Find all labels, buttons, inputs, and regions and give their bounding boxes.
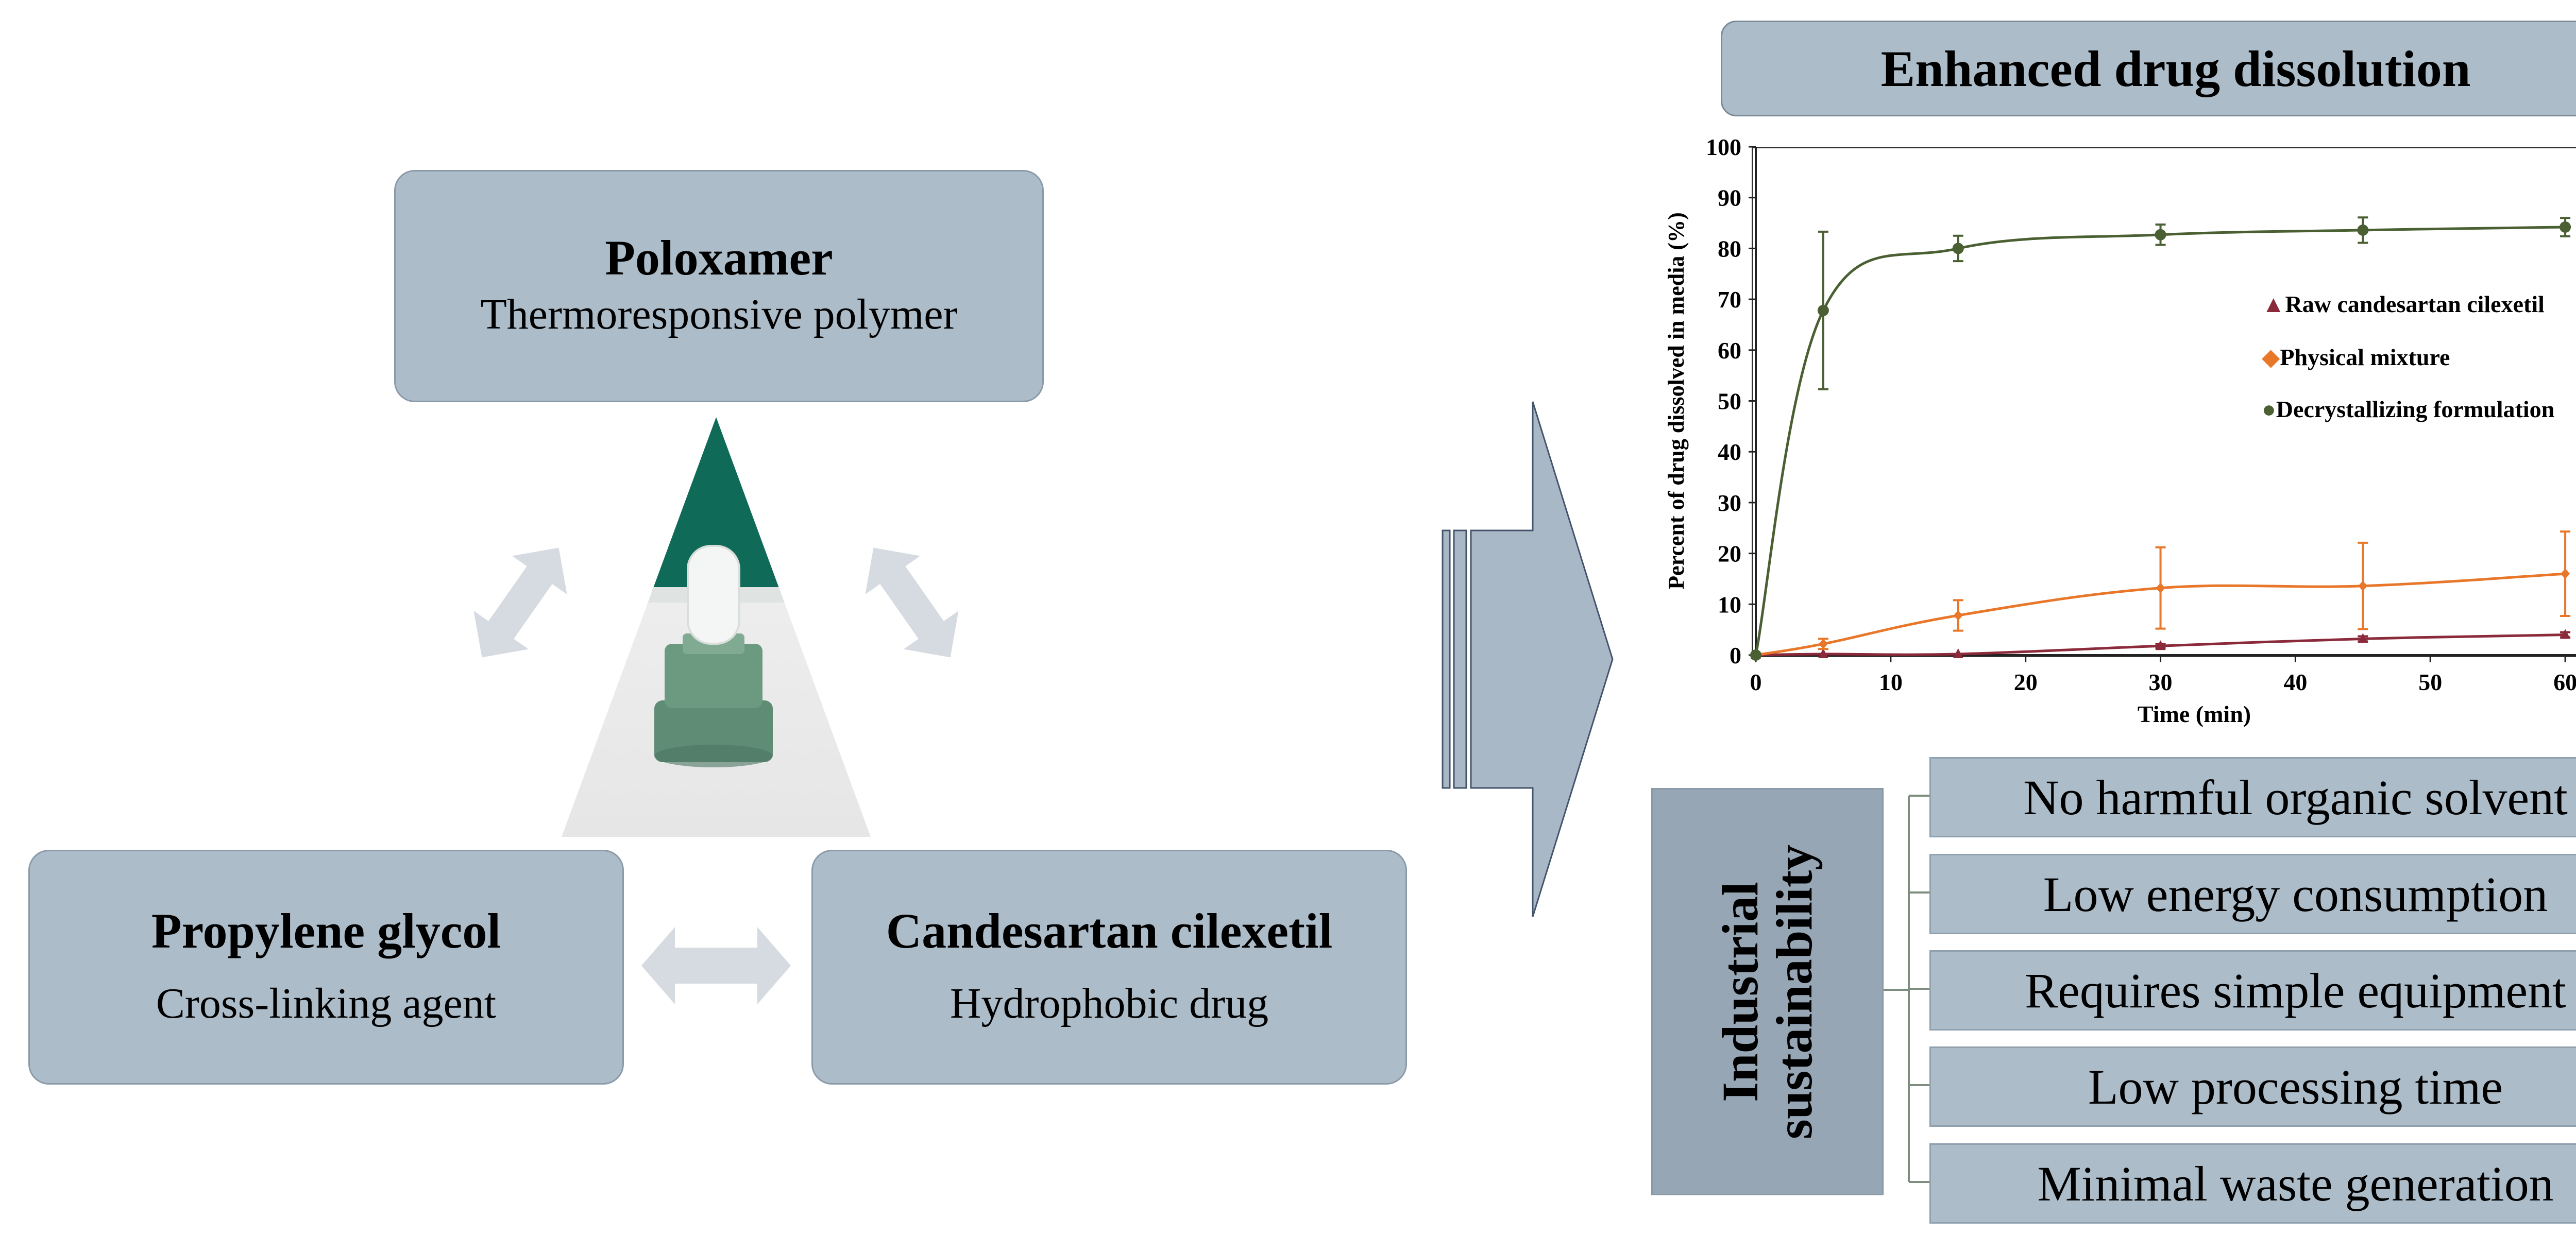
series-line bbox=[1754, 226, 2566, 656]
poloxamer-subtitle: Thermoresponsive polymer bbox=[480, 290, 958, 339]
sustainability-bracket bbox=[1880, 795, 1929, 1183]
data-point bbox=[1817, 304, 1829, 316]
y-tick-label: 90 bbox=[1718, 185, 1741, 211]
y-tick-label: 80 bbox=[1718, 235, 1741, 262]
y-tick-label: 0 bbox=[1730, 642, 1741, 668]
sustainability-item: Minimal waste generation bbox=[1929, 1143, 2576, 1224]
y-tick-label: 40 bbox=[1718, 439, 1741, 465]
data-point bbox=[1953, 648, 1963, 659]
legend-decryst-marker: ● bbox=[2262, 396, 2276, 422]
data-point bbox=[2357, 224, 2369, 236]
industrial-label-line1: Industrial bbox=[1711, 881, 1769, 1102]
data-point bbox=[2156, 582, 2165, 593]
legend-raw: ▲Raw candesartan cilexetil bbox=[2262, 290, 2545, 318]
propylene-title: Propylene glycol bbox=[151, 903, 501, 959]
sustainability-item: Low processing time bbox=[1929, 1046, 2576, 1127]
legend-physical: ◆Physical mixture bbox=[2262, 343, 2450, 371]
double-arrow-bottom-icon bbox=[641, 927, 791, 1004]
data-point bbox=[2155, 640, 2166, 650]
data-point bbox=[2358, 580, 2368, 591]
y-tick-label: 20 bbox=[1718, 541, 1741, 567]
candesartan-box: Candesartan cilexetil Hydrophobic drug bbox=[811, 850, 1407, 1085]
propylene-box: Propylene glycol Cross-linking agent bbox=[28, 850, 624, 1085]
x-tick-label: 30 bbox=[2149, 669, 2173, 695]
data-point bbox=[1818, 648, 1828, 659]
y-tick-label: 30 bbox=[1718, 490, 1741, 516]
x-tick-label: 20 bbox=[2014, 669, 2038, 695]
data-point bbox=[2358, 633, 2368, 643]
series-line bbox=[1755, 633, 2566, 657]
double-arrow-left-icon bbox=[473, 547, 567, 658]
legend-decryst: ●Decrystallizing formulation bbox=[2262, 396, 2554, 423]
legend-raw-marker: ▲ bbox=[2262, 291, 2285, 317]
data-point bbox=[1952, 243, 1964, 254]
legend-physical-marker: ◆ bbox=[2262, 344, 2280, 370]
series-line bbox=[1755, 572, 2566, 657]
x-tick-label: 40 bbox=[2283, 669, 2307, 695]
data-point bbox=[2560, 629, 2571, 639]
legend-physical-label: Physical mixture bbox=[2280, 344, 2450, 370]
y-tick-label: 50 bbox=[1718, 388, 1741, 415]
double-arrow-right-icon bbox=[865, 547, 959, 658]
y-tick-label: 70 bbox=[1718, 286, 1741, 313]
data-point bbox=[2560, 221, 2571, 233]
data-point bbox=[1953, 610, 1963, 621]
poloxamer-title: Poloxamer bbox=[605, 230, 833, 285]
data-point bbox=[2561, 569, 2570, 579]
data-point bbox=[2155, 229, 2166, 241]
y-axis-title: Percent of drug dissolved in media (%) bbox=[1664, 212, 1689, 590]
candesartan-title: Candesartan cilexetil bbox=[886, 903, 1333, 959]
industrial-label-line2: sustainability bbox=[1766, 844, 1823, 1139]
industrial-sustainability-label: Industrial sustainability bbox=[1711, 844, 1823, 1139]
sustainability-item: No harmful organic solvent bbox=[1929, 757, 2576, 837]
x-axis-title: Time (min) bbox=[2138, 701, 2251, 727]
legend-raw-label: Raw candesartan cilexetil bbox=[2285, 291, 2545, 317]
y-tick-label: 100 bbox=[1706, 134, 1741, 160]
propylene-subtitle: Cross-linking agent bbox=[156, 979, 497, 1027]
candesartan-subtitle: Hydrophobic drug bbox=[950, 979, 1269, 1027]
big-right-arrow-icon bbox=[1442, 401, 1614, 917]
x-tick-label: 50 bbox=[2418, 669, 2442, 695]
y-tick-label: 10 bbox=[1718, 591, 1741, 617]
industrial-sustainability-box: Industrial sustainability bbox=[1651, 788, 1884, 1195]
data-point bbox=[1818, 639, 1828, 649]
x-tick-label: 60 bbox=[2553, 669, 2576, 695]
data-point bbox=[1750, 649, 1761, 661]
x-tick-label: 10 bbox=[1879, 669, 1903, 695]
chart-header: Enhanced drug dissolution bbox=[1721, 21, 2576, 116]
poloxamer-box: Poloxamer Thermoresponsive polymer bbox=[394, 170, 1044, 402]
y-tick-label: 60 bbox=[1718, 337, 1741, 364]
x-tick-label: 0 bbox=[1750, 669, 1762, 695]
sustainability-item: Low energy consumption bbox=[1929, 854, 2576, 934]
legend-decryst-label: Decrystallizing formulation bbox=[2276, 396, 2555, 422]
sustainability-item: Requires simple equipment bbox=[1929, 950, 2576, 1031]
